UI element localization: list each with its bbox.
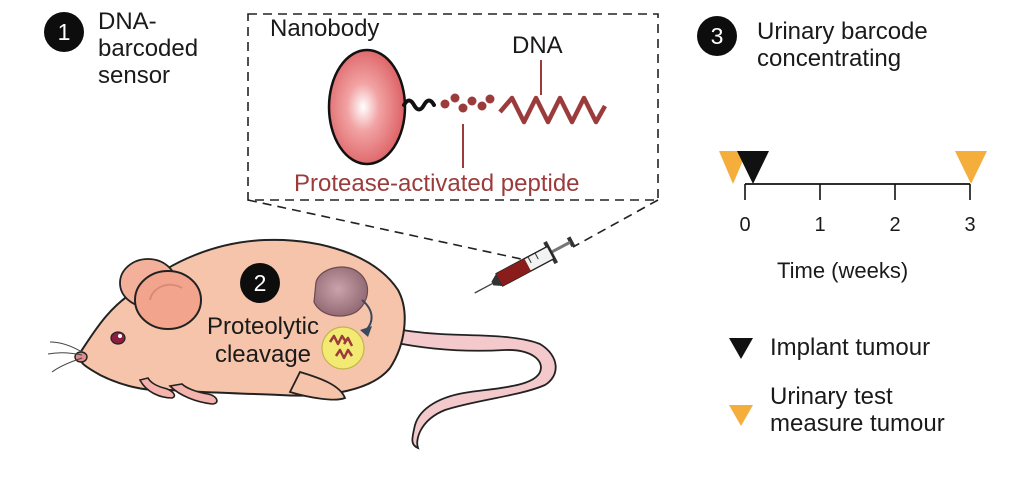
legend-implant-label: Implant tumour (770, 334, 931, 361)
step-1-label: DNA- barcoded sensor (98, 8, 199, 89)
urinary-marker-week3-icon (955, 151, 987, 184)
peptide-beads-icon (440, 93, 495, 113)
mouse-nose (74, 351, 88, 363)
dna-zigzag-icon (498, 95, 607, 125)
mouse-front-paw (168, 383, 218, 405)
nanobody-icon (327, 48, 407, 166)
urinary-marker-week0-icon (719, 151, 747, 184)
zoom-line-left (247, 199, 536, 263)
linker-icon (402, 98, 436, 112)
tick-label-1: 1 (814, 214, 826, 236)
mouse-eye (110, 331, 126, 345)
mouse-back-leg (288, 370, 347, 401)
cleaved-dna-fragments (328, 334, 354, 360)
mouse-tail (391, 326, 557, 450)
step-2-label: Proteolytic cleavage (206, 313, 320, 368)
tick-label-0: 0 (739, 214, 751, 236)
cleavage-arrowhead (360, 326, 372, 337)
zoom-line-right (572, 199, 659, 248)
syringe-icon (474, 236, 576, 294)
inset-box (247, 13, 659, 201)
mouse-front-paw-2 (138, 377, 176, 399)
mouse-whiskers (47, 341, 83, 373)
implant-marker-week0-icon (737, 151, 769, 184)
timeline-axis-label: Time (weeks) (777, 258, 909, 283)
legend-urinary-icon (729, 405, 753, 426)
mouse-ear-front (134, 270, 202, 330)
tick-label-3: 3 (964, 214, 976, 236)
peptide-label: Protease-activated peptide (294, 170, 580, 197)
step-3-badge: 3 (697, 16, 737, 56)
legend-urinary-label: Urinary test measure tumour (770, 383, 945, 437)
tick-label-2: 2 (889, 214, 901, 236)
legend-implant-icon (729, 338, 753, 359)
step-2-badge: 2 (240, 263, 280, 303)
dna-label: DNA (512, 32, 563, 59)
nanobody-label: Nanobody (270, 15, 380, 42)
tumour-icon (313, 266, 369, 317)
step-1-badge: 1 (44, 12, 84, 52)
step-3-label: Urinary barcode concentrating (757, 18, 928, 72)
